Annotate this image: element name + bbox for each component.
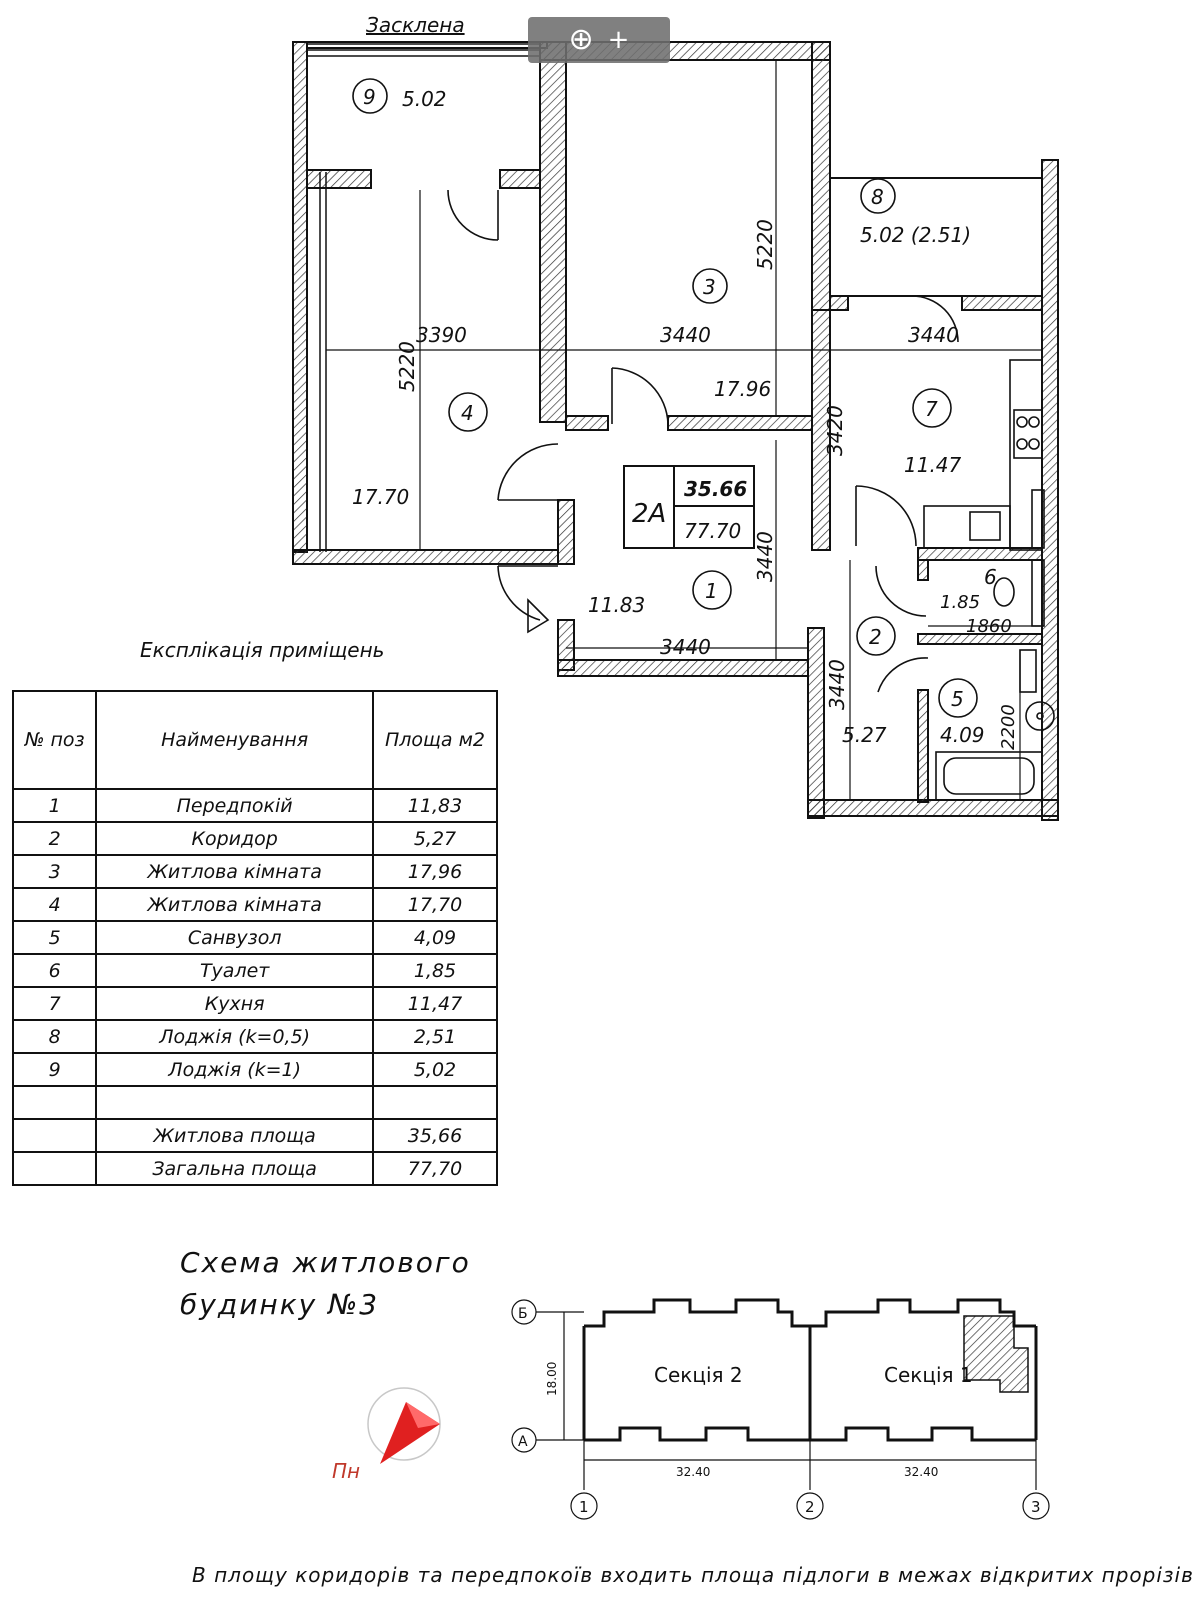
glazed-label: Засклена [366, 13, 465, 37]
zoom-in-button[interactable]: + [607, 25, 630, 55]
dim-5220-left: 5220 [395, 341, 419, 392]
zoom-toolbar: ⊕ + [528, 17, 670, 63]
room-8-number: 8 [871, 185, 884, 209]
kitchen-fixtures [923, 359, 1045, 551]
magnifier-plus-icon[interactable]: ⊕ [568, 22, 594, 57]
section-2-label: Секція 2 [654, 1363, 743, 1387]
dim-3440-corridor-v: 3440 [825, 659, 849, 710]
room-2-number: 2 [869, 625, 882, 649]
building-scheme: Б А 1 2 3 Секція 2 Секція 1 18.00 32.40 … [511, 1298, 1050, 1520]
apartment-living-area: 35.66 [684, 477, 747, 501]
dim-3420: 3420 [823, 405, 847, 456]
room-5-area: 4.09 [940, 723, 985, 747]
room-7-number: 7 [925, 397, 938, 421]
entrance-marker [527, 598, 550, 634]
dim-3440-right: 3440 [908, 323, 959, 347]
dim-5220-right: 5220 [753, 219, 777, 270]
room-8-area: 5.02 (2.51) [860, 223, 971, 247]
room-3-number: 3 [703, 275, 716, 299]
dim-3390: 3390 [416, 323, 467, 347]
scheme-title-line2: будинку №3 [180, 1288, 380, 1321]
room-4-area: 17.70 [352, 485, 409, 509]
header-area: Площа м2 [371, 690, 499, 790]
glazing [307, 43, 540, 552]
loggia-8-frame [830, 177, 1042, 297]
room-number-circles [352, 78, 978, 718]
room-7-area: 11.47 [904, 453, 962, 477]
header-name: Найменування [95, 690, 374, 790]
scheme-height-dim: 18.00 [545, 1362, 559, 1396]
door-swings [447, 189, 959, 693]
header-num: № поз [11, 690, 98, 790]
table-row [11, 1085, 499, 1120]
room-6-number: 6 [984, 565, 997, 589]
room-1-area: 11.83 [588, 593, 645, 617]
room-6-area: 1.85 [940, 592, 980, 613]
dim-1860: 1860 [966, 616, 1012, 637]
axis-row-a: А [518, 1434, 528, 1450]
dimension-lines [326, 60, 1042, 800]
dim-3440-hall-v: 3440 [753, 531, 777, 582]
section-1-label: Секція 1 [884, 1363, 973, 1387]
axis-col-3: 3 [1031, 1498, 1041, 1516]
axis-col-1: 1 [579, 1498, 589, 1516]
axis-row-b: Б [518, 1306, 528, 1322]
room-9-number: 9 [363, 85, 376, 109]
scheme-title: Схема житлового будинку №3 [180, 1242, 471, 1326]
north-arrow-icon [367, 1387, 441, 1464]
dim-3440-top: 3440 [660, 323, 711, 347]
footnote: В площу коридорів та передпокоїв входить… [192, 1563, 1194, 1587]
scheme-width-dim-right: 32.40 [904, 1465, 938, 1479]
dim-2200: 2200 [998, 704, 1019, 750]
room-1-number: 1 [705, 579, 718, 603]
bathroom-fixtures [935, 559, 1055, 801]
room-4-number: 4 [461, 401, 474, 425]
room-9-area: 5.02 [402, 87, 447, 111]
apartment-code: 2А [632, 499, 666, 529]
apartment-total-area: 77.70 [684, 519, 741, 543]
dim-3440-hall-h: 3440 [660, 635, 711, 659]
table-header-row: № поз Найменування Площа м2 [11, 690, 499, 790]
room-3-area: 17.96 [714, 377, 771, 401]
north-label: Пн [332, 1459, 360, 1483]
room-5-number: 5 [951, 687, 964, 711]
explication-title: Експлікація приміщень [140, 638, 385, 662]
room-2-area: 5.27 [842, 723, 887, 747]
scheme-title-line1: Схема житлового [180, 1246, 471, 1279]
axis-col-2: 2 [805, 1498, 815, 1516]
scheme-width-dim-left: 32.40 [676, 1465, 710, 1479]
apartment-badge [623, 465, 755, 549]
